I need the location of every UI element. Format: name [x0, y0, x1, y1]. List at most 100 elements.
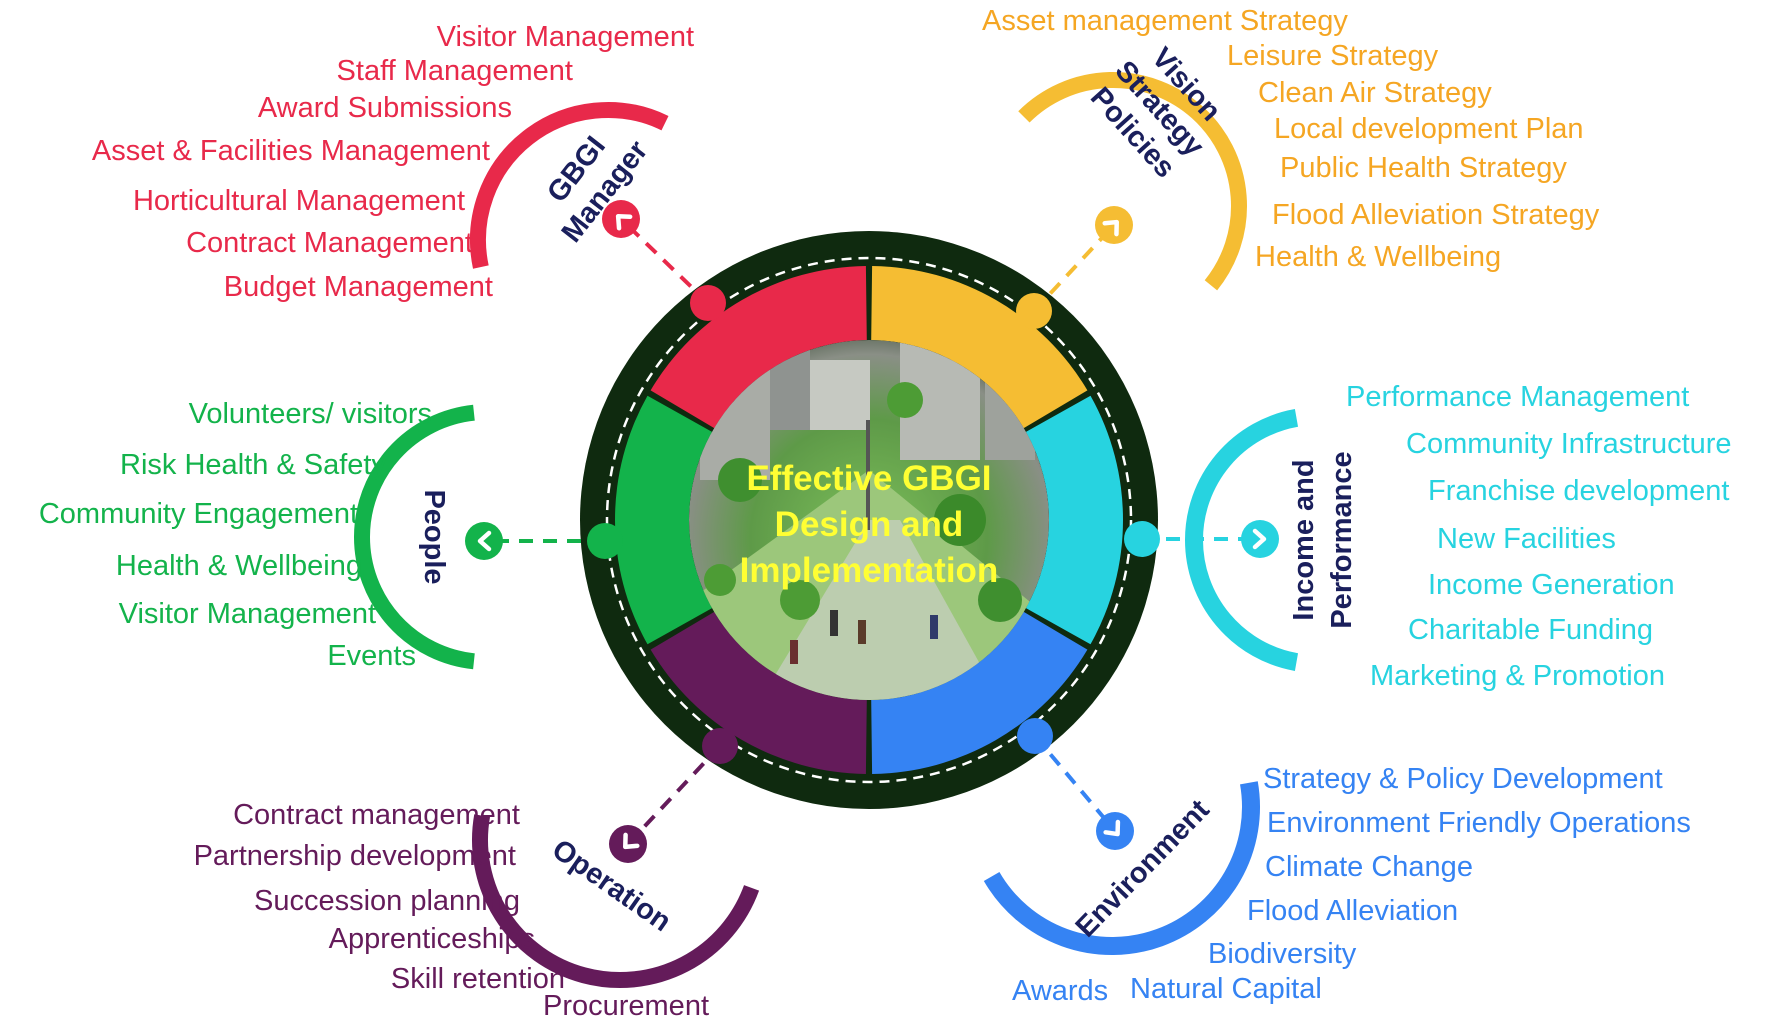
- ring-dot-operation: [702, 728, 738, 764]
- ring-segment-vision: [871, 266, 1088, 429]
- group-arcs: [354, 72, 1299, 988]
- connector-manager: [619, 217, 710, 305]
- group-item-income: New Facilities: [1437, 523, 1616, 555]
- group-item-environment: Flood Alleviation: [1247, 895, 1458, 927]
- badge-operation: [609, 825, 647, 863]
- arc-vision: [1018, 72, 1247, 291]
- group-item-income: Franchise development: [1428, 475, 1729, 507]
- arc-income: [1185, 409, 1299, 671]
- group-item-income: Community Infrastructure: [1406, 428, 1732, 460]
- group-item-vision: Local development Plan: [1274, 113, 1584, 145]
- group-item-manager: Horticultural Management: [133, 185, 465, 217]
- group-item-vision: Health & Wellbeing: [1255, 241, 1501, 273]
- group-item-operation: Apprenticeships: [329, 923, 535, 955]
- badge-income: [1241, 520, 1279, 558]
- center-title-line: Implementation: [740, 551, 999, 590]
- group-item-people: Volunteers/ visitors: [189, 398, 432, 430]
- ring-segment-environment: [871, 611, 1088, 774]
- badge-environment: [1096, 812, 1134, 850]
- ring-segments: [615, 266, 1123, 774]
- badge-people: [465, 522, 503, 560]
- connector-environment: [1033, 734, 1117, 833]
- badge-vision: [1095, 206, 1133, 244]
- group-item-people: Events: [327, 640, 416, 672]
- group-item-operation: Contract management: [233, 799, 520, 831]
- badge-circle: [1095, 206, 1133, 244]
- group-item-environment: Awards: [1012, 975, 1108, 1007]
- group-label-line: People: [418, 489, 450, 584]
- arc-manager: [470, 102, 669, 269]
- ring-segment-manager: [650, 266, 867, 429]
- ring-segment-income: [1025, 395, 1123, 645]
- group-item-environment: Natural Capital: [1130, 973, 1322, 1005]
- group-item-manager: Visitor Management: [437, 21, 694, 53]
- dashed-track: [605, 256, 1133, 784]
- group-item-income: Charitable Funding: [1408, 614, 1653, 646]
- badge-circle: [1241, 520, 1279, 558]
- group-item-income: Performance Management: [1346, 381, 1689, 413]
- ring-dot-vision: [1016, 293, 1052, 329]
- group-item-vision: Clean Air Strategy: [1258, 77, 1492, 109]
- ring-segment-operation: [650, 611, 867, 774]
- ring-dot-income: [1124, 521, 1160, 557]
- badge-circle: [1096, 812, 1134, 850]
- connector-vision: [1032, 223, 1116, 313]
- group-item-people: Community Engagement: [39, 498, 358, 530]
- chevron-icon: [1103, 819, 1121, 837]
- group-item-operation: Partnership development: [194, 840, 516, 872]
- arc-environment: [983, 781, 1260, 955]
- group-item-environment: Climate Change: [1265, 851, 1473, 883]
- group-item-people: Risk Health & Safety: [120, 449, 386, 481]
- group-item-manager: Staff Management: [337, 55, 573, 87]
- badge-circle: [465, 522, 503, 560]
- ring-dot-environment: [1017, 718, 1053, 754]
- group-item-vision: Leisure Strategy: [1227, 40, 1439, 72]
- connector-operation: [626, 744, 722, 846]
- group-label-vision: VisionStrategyPolicies: [1082, 31, 1237, 187]
- group-item-environment: Strategy & Policy Development: [1263, 763, 1663, 795]
- chevron-icon: [623, 832, 640, 850]
- ring-dot-manager: [690, 285, 726, 321]
- center-title-line: Design and: [775, 505, 964, 544]
- group-item-operation: Skill retention: [391, 963, 565, 995]
- group-item-people: Visitor Management: [119, 598, 376, 630]
- chevron-icon: [477, 530, 492, 552]
- group-item-vision: Flood Alleviation Strategy: [1272, 199, 1600, 231]
- group-item-manager: Contract Management: [186, 227, 473, 259]
- group-item-operation: Succession planning: [254, 885, 520, 917]
- group-item-income: Marketing & Promotion: [1370, 660, 1665, 692]
- arc-operation: [472, 814, 760, 988]
- group-item-environment: Biodiversity: [1208, 938, 1357, 970]
- group-item-manager: Asset & Facilities Management: [92, 135, 490, 167]
- group-item-operation: Procurement: [543, 990, 709, 1019]
- group-item-manager: Budget Management: [224, 271, 493, 303]
- center-title-line: Effective GBGI: [746, 459, 991, 498]
- arc-people: [354, 404, 475, 670]
- group-label-line: Income and: [1288, 459, 1320, 620]
- ring-dot-people: [587, 523, 623, 559]
- badge-circle: [602, 200, 640, 238]
- badge-manager: [602, 200, 640, 238]
- chevron-icon: [615, 213, 633, 231]
- group-item-environment: Environment Friendly Operations: [1267, 807, 1691, 839]
- group-item-people: Health & Wellbeing: [116, 550, 362, 582]
- group-item-vision: Asset management Strategy: [982, 5, 1348, 37]
- group-item-manager: Award Submissions: [258, 92, 512, 124]
- group-label-line: Performance: [1326, 451, 1358, 628]
- chevron-icon: [1252, 528, 1267, 550]
- chevron-icon: [1102, 219, 1119, 237]
- group-label-people: People: [418, 489, 450, 584]
- group-item-vision: Public Health Strategy: [1280, 152, 1567, 184]
- ring-segment-people: [615, 395, 713, 645]
- group-item-income: Income Generation: [1428, 569, 1675, 601]
